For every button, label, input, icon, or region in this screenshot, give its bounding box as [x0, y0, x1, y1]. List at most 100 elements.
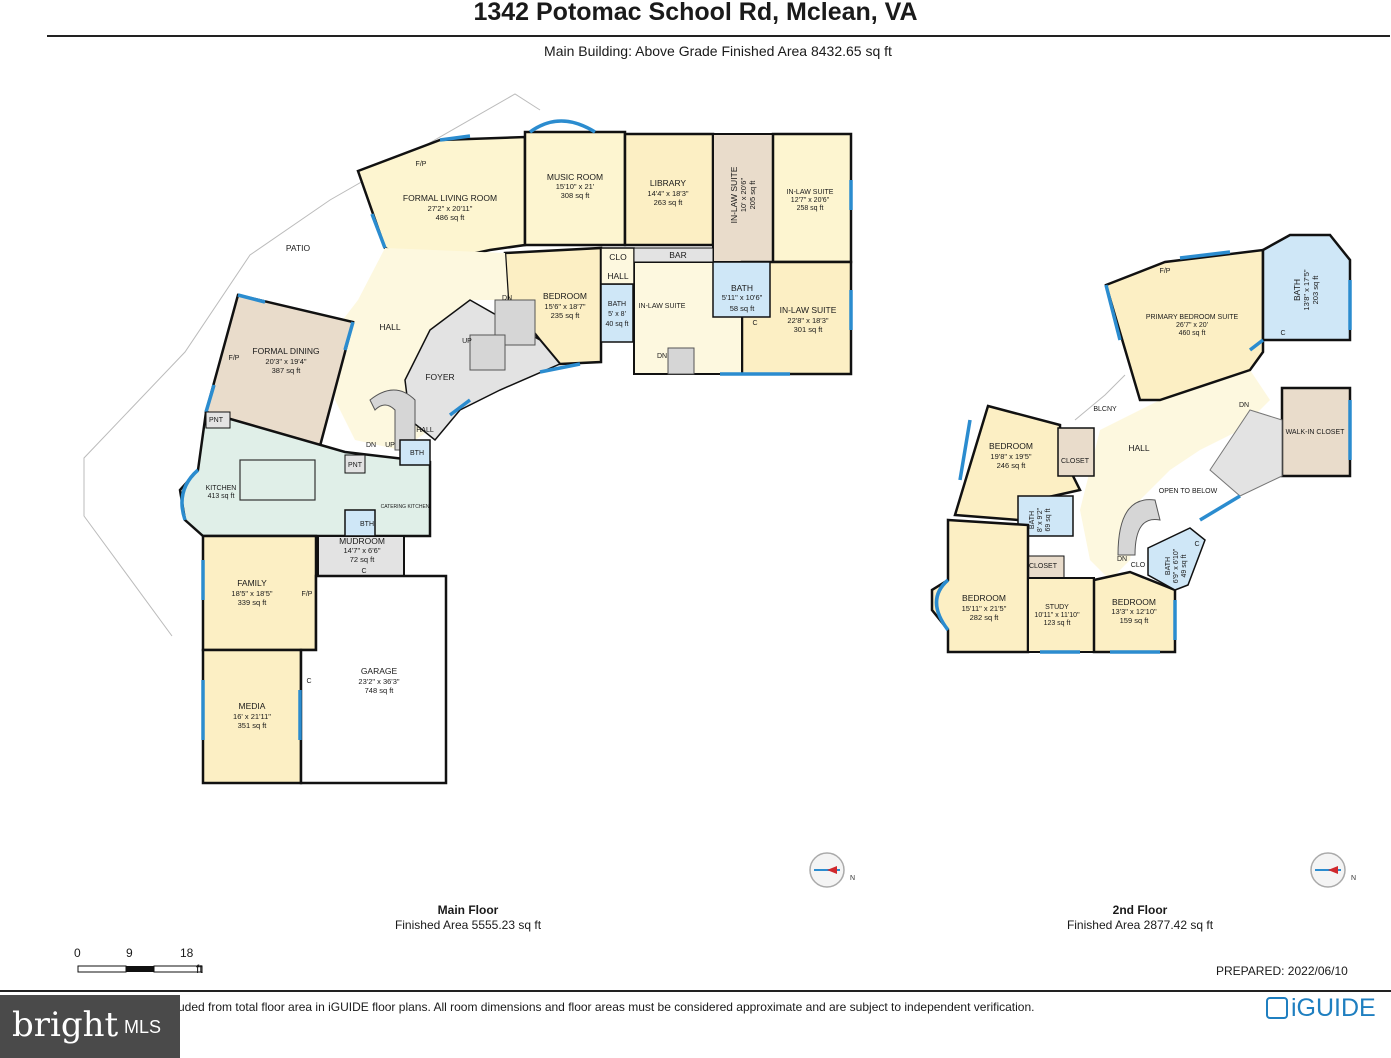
dn-label-3: DN [657, 353, 667, 360]
scale-bar [77, 965, 203, 973]
catering-label: CATERING KITCHEN [381, 504, 430, 510]
fp-label-second: F/P [1160, 268, 1171, 275]
room-name: BATH [1165, 557, 1172, 575]
room-dims: 5'11" x 10'6" [722, 293, 763, 302]
room-dims: 22'8" x 18'3" [787, 316, 828, 325]
room-name: KITCHEN [206, 485, 237, 492]
room-area: 263 sq ft [654, 198, 684, 207]
room-area: 235 sq ft [551, 311, 581, 320]
family-room [201, 534, 318, 652]
room-dims: 15'6" x 18'7" [544, 302, 585, 311]
room-dims: 14'4" x 18'3" [647, 189, 688, 198]
room-dims: 5' x 8' [608, 311, 626, 318]
room-area: 69 sq ft [1045, 508, 1052, 531]
up-label-2: UP [385, 442, 395, 449]
dn-label-second: DN [1239, 402, 1249, 409]
room-name: WALK-IN CLOSET [1286, 429, 1346, 436]
media-room [201, 648, 303, 785]
blcny-label: BLCNY [1093, 406, 1117, 413]
iguide-icon [1266, 997, 1288, 1019]
bar-label: BAR [669, 250, 686, 260]
pnt-label: PNT [209, 417, 224, 424]
main-floor-title: Main Floor [437, 903, 499, 917]
room-name: IN-LAW SUITE [780, 305, 837, 315]
c-label-3: C [752, 320, 757, 327]
room-area: 58 sq ft [730, 304, 756, 313]
room-dims: 15'10" x 21' [556, 182, 595, 191]
compass-icon: N [1310, 852, 1356, 888]
room-dims: 13'3" x 12'10" [1111, 607, 1157, 616]
room-area: 40 sq ft [606, 321, 629, 328]
room-name: MEDIA [239, 701, 266, 711]
room-dims: 26'7" x 20' [1176, 322, 1208, 329]
room-name: BEDROOM [989, 441, 1033, 451]
main-floor-plan: PATIO F/P FORMAL LIVING ROOM 27'2" x 20'… [83, 93, 855, 888]
open-to-below-label: OPEN TO BELOW [1159, 488, 1218, 495]
iguide-logo: iGUIDE [1266, 994, 1376, 1023]
room-area: 339 sq ft [238, 598, 268, 607]
main-stairs [369, 299, 695, 451]
room-area: 282 sq ft [970, 613, 1000, 622]
patio-label: PATIO [286, 243, 311, 253]
room-name: LIBRARY [650, 178, 687, 188]
iguide-logo-text: iGUIDE [1291, 994, 1376, 1022]
scale-tick-9: 9 [126, 946, 133, 960]
room-name: BEDROOM [1112, 597, 1156, 607]
room-name: BATH [1292, 279, 1302, 301]
bath-6x9 [1147, 527, 1206, 591]
room-dims: 12'7" x 20'6" [791, 197, 830, 204]
scale-tick-18: 18 [180, 946, 194, 960]
fp-label-family: F/P [302, 591, 313, 598]
room-area: 205 sq ft [748, 180, 757, 210]
clo-label-second: CLO [1131, 562, 1146, 569]
room-name: FORMAL LIVING ROOM [403, 193, 497, 203]
prepared-date: PREPARED: 2022/06/10 [1216, 964, 1348, 978]
room-name: BEDROOM [543, 291, 587, 301]
scale-tick-0: 0 [74, 946, 81, 960]
fp-label-dining: F/P [229, 355, 240, 362]
second-floor-windows [934, 250, 1352, 654]
room-area: 49 sq ft [1181, 554, 1188, 577]
walk-in-closet [1280, 386, 1352, 478]
room-area: 301 sq ft [794, 325, 824, 334]
bright-mls-logo: bright MLS [0, 995, 180, 1058]
dn-label-second-2: DN [1117, 556, 1127, 563]
dn-label-2: DN [366, 442, 376, 449]
room-name: MUDROOM [339, 536, 385, 546]
page-title: 1342 Potomac School Rd, Mclean, VA [473, 0, 918, 26]
clo-label: CLO [609, 252, 627, 262]
room-dims: 27'2" x 20'11" [428, 204, 473, 213]
room-name: BATH [1029, 511, 1036, 529]
closet-upper [1057, 427, 1095, 477]
in-law-suite-east [771, 132, 853, 264]
bth-mudroom [344, 509, 376, 537]
room-area: 351 sq ft [238, 721, 268, 730]
kitchen-island [239, 459, 316, 501]
primary-bedroom-suite [1104, 248, 1265, 402]
room-name: FAMILY [237, 578, 267, 588]
room-area: 486 sq ft [436, 213, 466, 222]
c-label-2: C [306, 678, 311, 685]
room-name: GARAGE [361, 666, 398, 676]
bright-logo-word: bright [12, 1005, 119, 1045]
room-dims: 18'5" x 18'5" [231, 589, 272, 598]
footer-divider [0, 990, 1391, 992]
room-name: BEDROOM [962, 593, 1006, 603]
room-dims: 14'7" x 6'6" [344, 546, 381, 555]
compass-icon: N [809, 852, 855, 888]
closet-label: CLOSET [1061, 458, 1090, 465]
room-name: IN-LAW SUITE [787, 189, 834, 196]
room-area: 246 sq ft [997, 461, 1027, 470]
mudroom [317, 535, 405, 577]
svg-text:N: N [1351, 875, 1356, 882]
room-name: MUSIC ROOM [547, 172, 603, 182]
room-area: 413 sq ft [208, 493, 235, 500]
pantry [205, 411, 231, 429]
room-dims: 15'11" x 21'5" [962, 604, 1007, 613]
room-name: STUDY [1045, 604, 1069, 611]
pnt-label-2: PNT [348, 462, 363, 469]
hall-clo [600, 247, 635, 285]
room-dims: 16' x 21'11" [233, 712, 271, 721]
page-subtitle: Main Building: Above Grade Finished Area… [544, 43, 892, 59]
